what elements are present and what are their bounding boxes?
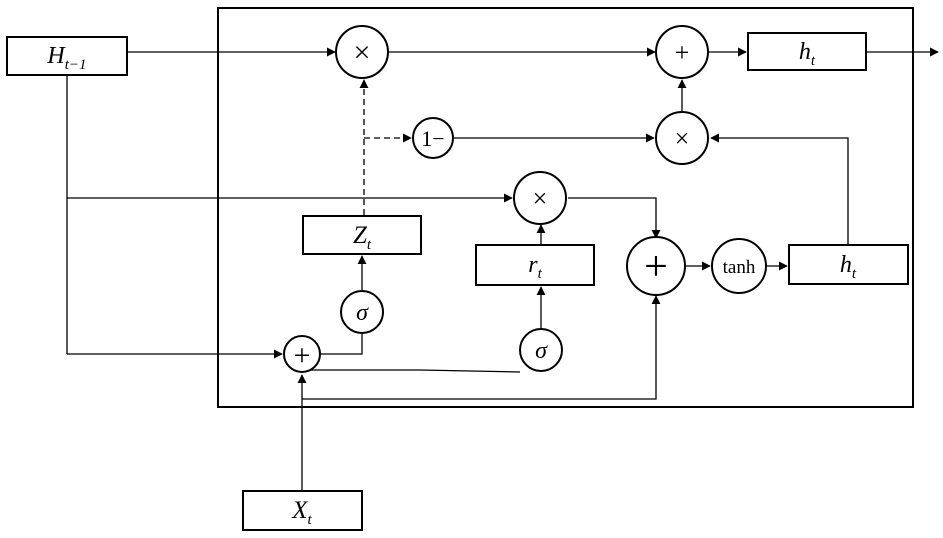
sigma-r-symbol: σ <box>535 338 548 364</box>
edge-plus-input-to-sigma-r <box>302 370 520 372</box>
plus-input-symbol: + <box>294 339 311 372</box>
plus-top-symbol: + <box>675 38 690 67</box>
sigma-z-symbol: σ <box>356 300 369 326</box>
mult-reset-symbol: × <box>533 184 548 213</box>
op-mult-reset: × <box>514 172 566 224</box>
edge-hcand-to-mult-mid <box>711 138 848 244</box>
op-mult-top: × <box>336 26 388 78</box>
op-sigma-r: σ <box>520 329 562 371</box>
node-x-t: Xt <box>243 491 362 530</box>
op-one-minus: 1− <box>413 118 453 158</box>
op-tanh: tanh <box>712 239 766 293</box>
mult-mid-symbol: × <box>675 124 690 153</box>
h-prev-sub: t−1 <box>65 57 87 73</box>
op-plus-input: + <box>284 336 320 372</box>
h-cand-main: h <box>840 252 852 278</box>
op-sigma-z: σ <box>341 291 383 333</box>
op-plus-big: + <box>627 237 685 295</box>
node-r-t: rt <box>476 245 594 285</box>
node-h-candidate: ht <box>789 245 908 284</box>
node-h-prev: Ht−1 <box>7 37 127 75</box>
h-t-main: h <box>799 39 811 65</box>
plus-big-symbol: + <box>644 244 668 290</box>
node-h-t-output: ht <box>748 33 866 70</box>
op-plus-top: + <box>656 26 708 78</box>
op-mult-mid: × <box>656 112 708 164</box>
one-minus-symbol: 1− <box>421 126 444 151</box>
edge-plus-input-to-sigma-z <box>320 334 362 354</box>
node-z-t: Zt <box>303 216 421 254</box>
h-prev-main: H <box>46 43 66 69</box>
edge-mult-reset-to-plus-big <box>568 198 656 238</box>
mult-top-symbol: × <box>354 36 371 69</box>
z-t-main: Z <box>353 222 368 249</box>
tanh-label: tanh <box>723 257 756 278</box>
